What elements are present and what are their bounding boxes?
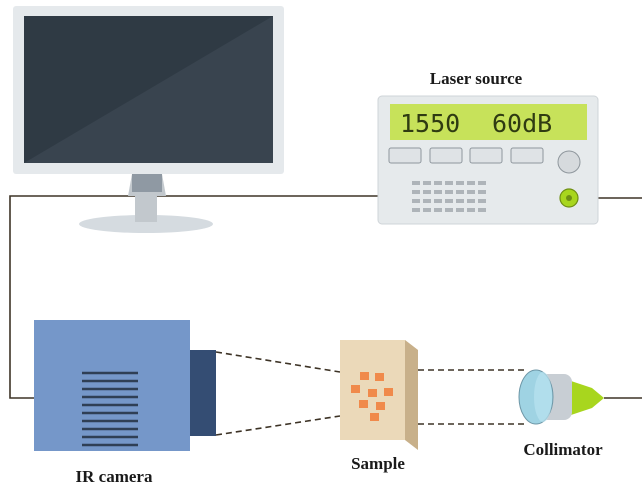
ir-camera-label: IR camera — [76, 467, 153, 486]
camera-vents — [82, 371, 138, 447]
sample-icon — [340, 340, 418, 450]
laser-source-label: Laser source — [430, 69, 523, 88]
laser-buttons — [388, 147, 544, 164]
ir-camera-icon — [34, 320, 216, 451]
camera-field-of-view — [215, 351, 341, 436]
collimator-icon — [518, 369, 604, 425]
monitor-icon — [13, 6, 284, 233]
laser-button-2[interactable] — [429, 147, 463, 164]
collimator-label: Collimator — [523, 440, 603, 459]
laser-keypad — [412, 181, 486, 212]
laser-power-readout: 60dB — [492, 109, 552, 138]
monitor-to-camera-cable — [9, 195, 378, 399]
laser-knob[interactable] — [557, 150, 581, 174]
sample-label: Sample — [351, 454, 405, 473]
laser-source-icon: 1550 60dB — [377, 95, 599, 225]
laser-wavelength-readout: 1550 — [400, 109, 460, 138]
sample-dots — [351, 372, 393, 421]
laser-button-3[interactable] — [469, 147, 503, 164]
laser-button-4[interactable] — [510, 147, 544, 164]
collimator-tip — [568, 380, 604, 416]
camera-lens — [190, 350, 216, 436]
laser-beam — [418, 369, 528, 425]
laser-lcd-screen — [390, 104, 587, 140]
laser-button-1[interactable] — [388, 147, 422, 164]
camera-body — [34, 320, 190, 451]
